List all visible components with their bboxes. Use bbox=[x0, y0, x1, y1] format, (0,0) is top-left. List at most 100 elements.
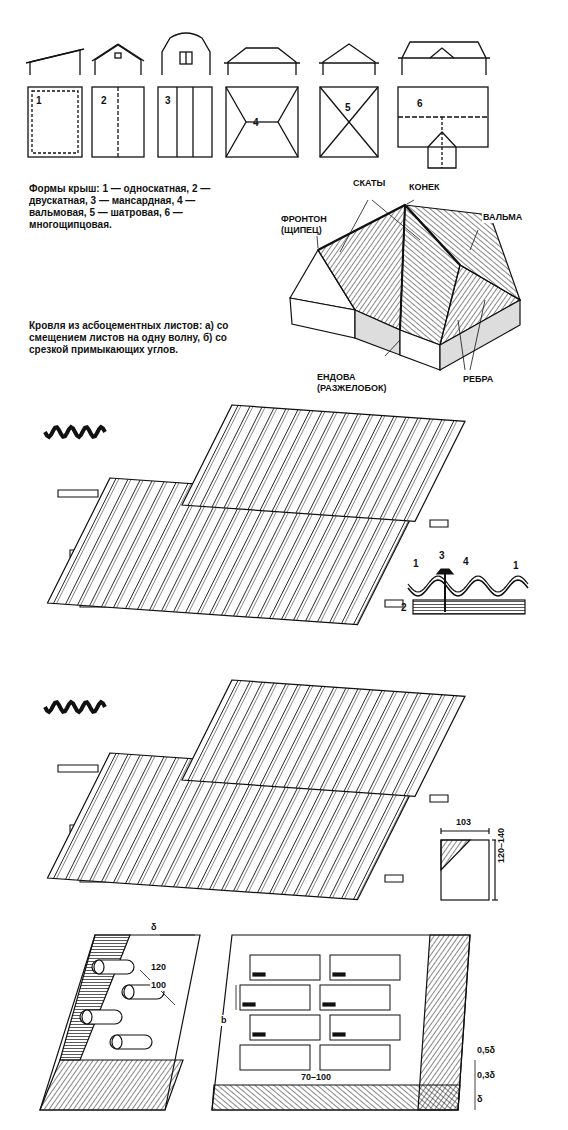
sheet-stroke bbox=[239, 684, 289, 784]
sheet-stroke bbox=[203, 406, 253, 506]
sheet-stroke bbox=[311, 689, 361, 789]
callout-number: 1 bbox=[35, 95, 43, 106]
sheet-stroke bbox=[260, 685, 310, 785]
sheet-stroke bbox=[356, 417, 406, 517]
dimension: b bbox=[220, 1015, 228, 1026]
sheet-stroke bbox=[407, 421, 457, 521]
sheet-stroke bbox=[275, 687, 325, 787]
sheet-stroke bbox=[380, 694, 430, 794]
sheet-stroke bbox=[66, 479, 129, 604]
sheet-stroke bbox=[212, 682, 262, 782]
sheet-stroke bbox=[251, 685, 301, 785]
sheet-stroke bbox=[102, 482, 165, 607]
sheet-stroke bbox=[263, 411, 313, 511]
sheet-stroke bbox=[385, 875, 403, 882]
dimension: δ bbox=[476, 1094, 483, 1105]
sheet-stroke bbox=[404, 421, 454, 521]
sheet-stroke bbox=[404, 696, 454, 796]
callout-number: 4 bbox=[462, 556, 470, 567]
sheet-stroke bbox=[299, 688, 349, 788]
sheet-stroke bbox=[392, 695, 442, 795]
callout-number: 4 bbox=[252, 117, 260, 128]
dimension: 0,3δ bbox=[476, 1070, 496, 1081]
figure-caption: Кровля из асбоцементных листов: а) со см… bbox=[28, 320, 258, 356]
roof-forms bbox=[26, 33, 490, 168]
sheet-stroke bbox=[272, 411, 322, 511]
sheet-stroke bbox=[126, 758, 189, 883]
sheet-stroke bbox=[371, 418, 421, 518]
sheet-stroke bbox=[430, 795, 448, 802]
sheet-stroke bbox=[359, 692, 409, 792]
sheet-stroke bbox=[323, 415, 373, 515]
sheet-stroke bbox=[296, 688, 346, 788]
part-name: РЕБРА bbox=[462, 374, 494, 385]
sheet-stroke bbox=[296, 413, 346, 513]
sheet-stroke bbox=[332, 691, 382, 791]
callout-number: 6 bbox=[416, 98, 424, 109]
dimension: 120–140 bbox=[496, 827, 507, 864]
sheet-stroke bbox=[58, 765, 98, 772]
sheet-stroke bbox=[58, 490, 98, 497]
sheet-stroke bbox=[368, 693, 418, 793]
sheet-stroke bbox=[54, 478, 117, 603]
sheet-stroke bbox=[335, 691, 385, 791]
sheet-stroke bbox=[263, 686, 313, 786]
sheet-stroke bbox=[182, 405, 465, 521]
sheet-stroke bbox=[45, 702, 105, 712]
sheet-stroke bbox=[215, 407, 265, 507]
sheet-stroke bbox=[188, 680, 238, 780]
callout-number: 1 bbox=[412, 558, 420, 569]
sheet-stroke bbox=[236, 684, 286, 784]
sheet-stroke bbox=[332, 416, 382, 516]
sheet-stroke bbox=[395, 695, 445, 795]
callout-number: 3 bbox=[164, 95, 172, 106]
sheet-stroke bbox=[182, 680, 465, 796]
sheet-stroke bbox=[191, 406, 241, 506]
sheet-stroke bbox=[347, 417, 397, 517]
sheet-stroke bbox=[359, 417, 409, 517]
sheet-stroke bbox=[368, 418, 418, 518]
roll-roofing bbox=[40, 935, 200, 1110]
sheet-stroke bbox=[66, 754, 129, 879]
sheet-stroke bbox=[395, 420, 445, 520]
part-name: ЕНДОВА (РАЗЖЕЛОБОК) bbox=[316, 372, 414, 394]
sheet-stroke bbox=[203, 681, 253, 781]
sheet-stroke bbox=[408, 576, 528, 592]
sheet-stroke bbox=[54, 753, 117, 878]
sheet-stroke bbox=[90, 756, 153, 881]
sheet-stroke bbox=[299, 413, 349, 513]
sheet-stroke bbox=[102, 757, 165, 882]
sheet-stroke bbox=[224, 683, 274, 783]
callout-number: 2 bbox=[400, 602, 408, 613]
sheet-stroke bbox=[248, 410, 298, 510]
dimension: 0,5δ bbox=[476, 1045, 496, 1056]
dimension: δ bbox=[150, 922, 157, 933]
shingle-roofing bbox=[212, 935, 475, 1110]
sheet-stroke bbox=[380, 419, 430, 519]
sheet-stroke bbox=[251, 410, 301, 510]
sheet-stroke bbox=[78, 480, 141, 605]
dimension: 70–100 bbox=[300, 1072, 332, 1083]
sheet-stroke bbox=[320, 690, 370, 790]
figure-caption: Формы крыш: 1 — односкатная, 2 — двускат… bbox=[28, 183, 252, 231]
sheet-stroke bbox=[114, 758, 177, 883]
part-name: ФРОНТОН (ЩИПЕЦ) bbox=[280, 214, 326, 236]
dimension: 103 bbox=[455, 817, 472, 828]
sheet-stroke bbox=[275, 412, 325, 512]
sheet-stroke bbox=[284, 687, 334, 787]
dimension: 100 bbox=[150, 980, 167, 991]
sheet-stroke bbox=[260, 410, 310, 510]
part-name: КОНЕК bbox=[408, 182, 441, 193]
part-name: ВАЛЬМА bbox=[482, 212, 523, 223]
sheet-stroke bbox=[191, 681, 241, 781]
sheet-stroke bbox=[114, 483, 177, 608]
sheet-stroke bbox=[45, 427, 105, 437]
sheet-stroke bbox=[272, 686, 322, 786]
sheet-stroke bbox=[383, 419, 433, 519]
dimension: 120 bbox=[150, 962, 167, 973]
sheet-stroke bbox=[212, 407, 262, 507]
sheet-stroke bbox=[224, 408, 274, 508]
sheet-stroke bbox=[200, 681, 250, 781]
sheet-stroke bbox=[383, 694, 433, 794]
sheet-stroke bbox=[311, 414, 361, 514]
